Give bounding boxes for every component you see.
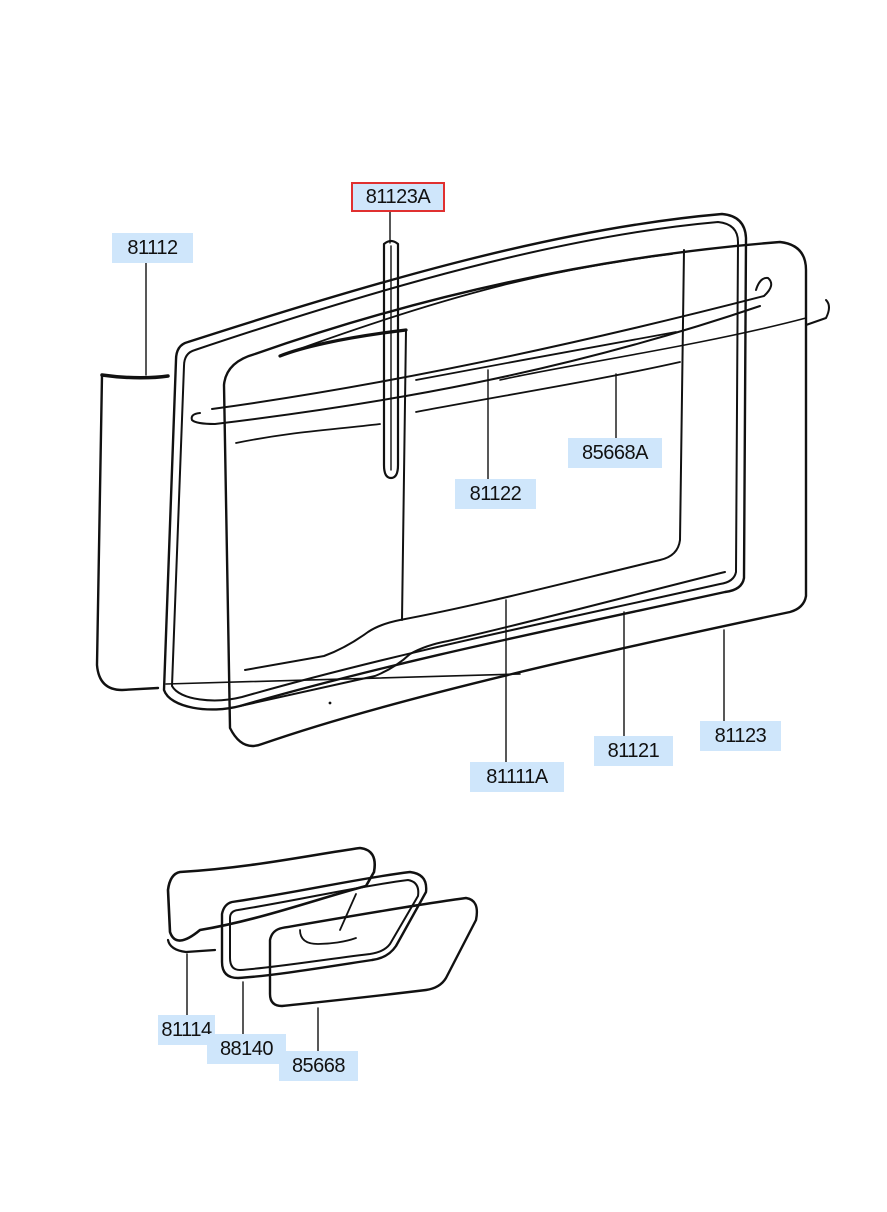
part-85668-shape (268, 896, 479, 1008)
part-label-81114[interactable]: 81114 (158, 1015, 215, 1045)
part-label-81112[interactable]: 81112 (112, 233, 193, 263)
part-81123-shape (165, 240, 830, 748)
part-label-88140[interactable]: 88140 (207, 1034, 286, 1064)
part-81123A-shape (382, 239, 400, 480)
part-label-81123a[interactable]: 81123A (351, 182, 445, 212)
part-label-85668[interactable]: 85668 (279, 1051, 358, 1081)
part-label-81122[interactable]: 81122 (455, 479, 536, 509)
part-label-85668a[interactable]: 85668A (568, 438, 662, 468)
part-81112-shape (95, 373, 170, 692)
part-81121-shape (162, 212, 748, 711)
leader-lines (145, 207, 725, 1052)
part-88140-shape (220, 870, 428, 980)
part-label-81111a[interactable]: 81111A (470, 762, 564, 792)
part-81114-shape (166, 846, 376, 954)
part-label-81123[interactable]: 81123 (700, 721, 781, 751)
part-81122-shape (190, 253, 773, 444)
part-label-81121[interactable]: 81121 (594, 736, 673, 766)
